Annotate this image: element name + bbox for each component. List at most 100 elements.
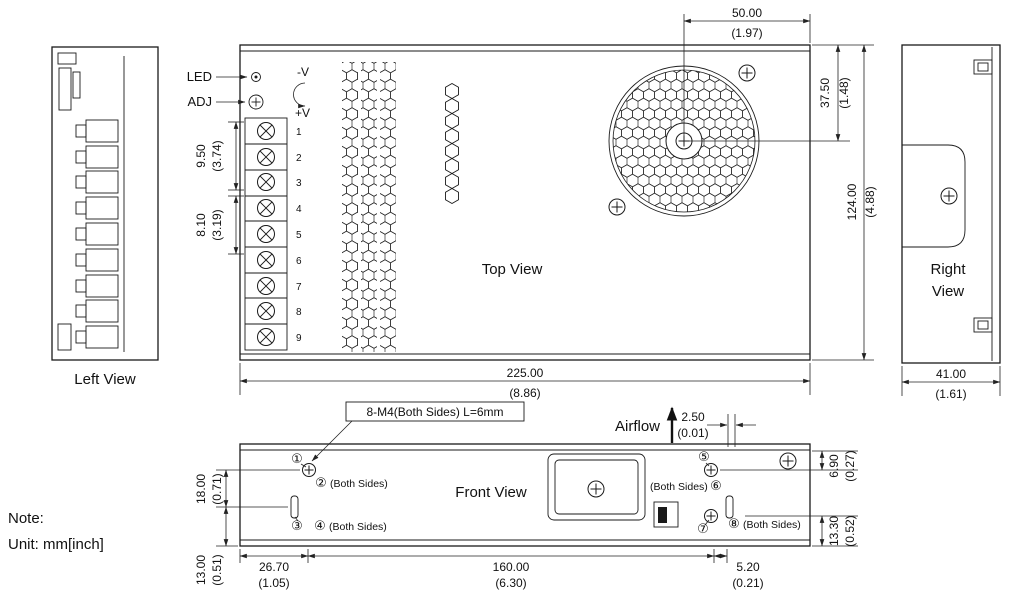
dim-267-inch: (1.05) bbox=[258, 576, 289, 590]
led-indicator bbox=[251, 72, 261, 82]
dim-160-mm: 160.00 bbox=[493, 560, 530, 574]
note-unit: Unit: mm[inch] bbox=[8, 536, 104, 553]
dim-69-inch: (0.27) bbox=[843, 450, 857, 481]
adj-potentiometer bbox=[248, 94, 264, 110]
dimensions: 50.00 (1.97) 37.50 (1.48) 124.00 (4.88) … bbox=[194, 6, 1001, 590]
front-view-title: Front View bbox=[455, 484, 527, 501]
dim-37-5: 37.50 (1.48) bbox=[684, 44, 874, 142]
left-view: Left View bbox=[51, 46, 159, 388]
terminal-block bbox=[244, 117, 288, 351]
dim-267-mm: 26.70 bbox=[259, 560, 289, 574]
dim-52-inch: (0.21) bbox=[732, 576, 763, 590]
terminal-screw bbox=[257, 328, 275, 346]
hole-marker-3: ③ bbox=[291, 518, 303, 533]
right-view-title-2: View bbox=[932, 283, 964, 300]
terminal-screw bbox=[257, 251, 275, 269]
led-label: LED bbox=[187, 69, 212, 84]
terminal-screw bbox=[257, 277, 275, 295]
side-flange bbox=[902, 144, 966, 248]
dim-133-mm: 13.30 bbox=[827, 516, 841, 546]
dim-6-9: 6.90 (0.27) bbox=[720, 450, 858, 482]
hole-marker-1: ① bbox=[291, 451, 303, 466]
dim-810-inch: (3.19) bbox=[210, 209, 224, 240]
dim-18-inch: (0.71) bbox=[210, 473, 224, 504]
dim-124: 124.00 (4.88) bbox=[812, 44, 877, 361]
vent-pattern bbox=[342, 62, 396, 352]
dim-bottom-row: 26.70 (1.05) 160.00 (6.30) 5.20 (0.21) bbox=[239, 549, 764, 590]
power-switch bbox=[653, 501, 679, 528]
hole-marker-8: ⑧ bbox=[728, 516, 740, 531]
hex-vent-column bbox=[445, 83, 459, 204]
dim-250-mm: 2.50 bbox=[681, 410, 705, 424]
dim-250-inch: (0.01) bbox=[677, 426, 708, 440]
terminal-screw bbox=[257, 302, 275, 320]
dim-50-mm: 50.00 bbox=[732, 6, 762, 20]
chassis-screw bbox=[608, 198, 626, 216]
dim-124-inch: (4.88) bbox=[863, 186, 877, 217]
left-terminal-profile bbox=[75, 119, 119, 349]
dim-13-3: 13.30 (0.52) bbox=[745, 515, 858, 547]
right-view: Right View bbox=[901, 44, 1001, 364]
dim-41-mm: 41.00 bbox=[936, 367, 966, 381]
top-view: LED ADJ -V +V 1 bbox=[187, 44, 811, 361]
dim-18-mm: 18.00 bbox=[194, 474, 208, 504]
dim-8-1: 8.10 (3.19) bbox=[194, 195, 244, 255]
hole-marker-4: ④ bbox=[314, 518, 326, 533]
pos-v-label: +V bbox=[295, 106, 310, 120]
terminal-number: 1 bbox=[296, 127, 302, 138]
note-title: Note: bbox=[8, 510, 44, 527]
terminal-numbers: 1 2 3 4 5 6 7 8 9 bbox=[296, 127, 302, 344]
dim-50: 50.00 (1.97) bbox=[683, 6, 811, 141]
adj-label: ADJ bbox=[187, 94, 212, 109]
adjust-direction-arrow bbox=[293, 82, 306, 109]
hole-marker-7: ⑦ bbox=[697, 521, 709, 536]
terminal-screw bbox=[257, 122, 275, 140]
dim-9-5: 9.50 (3.74) bbox=[194, 121, 244, 191]
top-view-outline bbox=[239, 44, 811, 361]
mounting-note-text: 8-M4(Both Sides) L=6mm bbox=[366, 405, 503, 419]
dim-950-inch: (3.74) bbox=[210, 140, 224, 171]
dim-133-inch: (0.52) bbox=[843, 515, 857, 546]
both-sides-label-6: (Both Sides) bbox=[650, 481, 708, 493]
both-sides-label-2: (Both Sides) bbox=[330, 478, 388, 490]
airflow-label: Airflow bbox=[615, 418, 660, 435]
terminal-screw bbox=[257, 225, 275, 243]
mounting-note-callout: 8-M4(Both Sides) L=6mm bbox=[311, 401, 525, 462]
left-view-outline bbox=[51, 46, 159, 361]
dim-225: 225.00 (8.86) bbox=[239, 363, 811, 400]
ac-inlet bbox=[547, 453, 646, 521]
dim-50-inch: (1.97) bbox=[731, 26, 762, 40]
right-view-title-1: Right bbox=[930, 261, 966, 278]
dim-37-inch: (1.48) bbox=[837, 77, 851, 108]
mounting-slot bbox=[725, 495, 734, 519]
dim-41: 41.00 (1.61) bbox=[901, 366, 1001, 401]
mounting-hole-screw bbox=[302, 463, 316, 477]
dim-124-mm: 124.00 bbox=[845, 183, 859, 220]
right-view-outline bbox=[901, 44, 1001, 364]
terminal-number: 2 bbox=[296, 153, 302, 164]
chassis-screw bbox=[940, 187, 958, 205]
dim-13-mm: 13.00 bbox=[194, 555, 208, 585]
dim-225-mm: 225.00 bbox=[507, 366, 544, 380]
dim-160-inch: (6.30) bbox=[495, 576, 526, 590]
top-view-title: Top View bbox=[482, 261, 543, 278]
neg-v-label: -V bbox=[297, 65, 309, 79]
terminal-number: 3 bbox=[296, 178, 302, 189]
dim-41-inch: (1.61) bbox=[935, 387, 966, 401]
dim-13-inch: (0.51) bbox=[210, 554, 224, 585]
chassis-screw bbox=[738, 64, 756, 82]
terminal-number: 8 bbox=[296, 307, 302, 318]
dim-225-inch: (8.86) bbox=[509, 386, 540, 400]
mounting-hole-screw bbox=[704, 463, 718, 477]
dim-37-mm: 37.50 bbox=[818, 78, 832, 108]
terminal-number: 6 bbox=[296, 256, 302, 267]
mounting-slot bbox=[290, 495, 299, 519]
dim-18: 18.00 (0.71) bbox=[194, 469, 300, 508]
terminal-number: 7 bbox=[296, 282, 302, 293]
hole-marker-5: ⑤ bbox=[698, 449, 710, 464]
front-view-outline bbox=[239, 443, 811, 547]
airflow-indicator: Airflow bbox=[615, 406, 678, 443]
dim-69-mm: 6.90 bbox=[827, 454, 841, 478]
